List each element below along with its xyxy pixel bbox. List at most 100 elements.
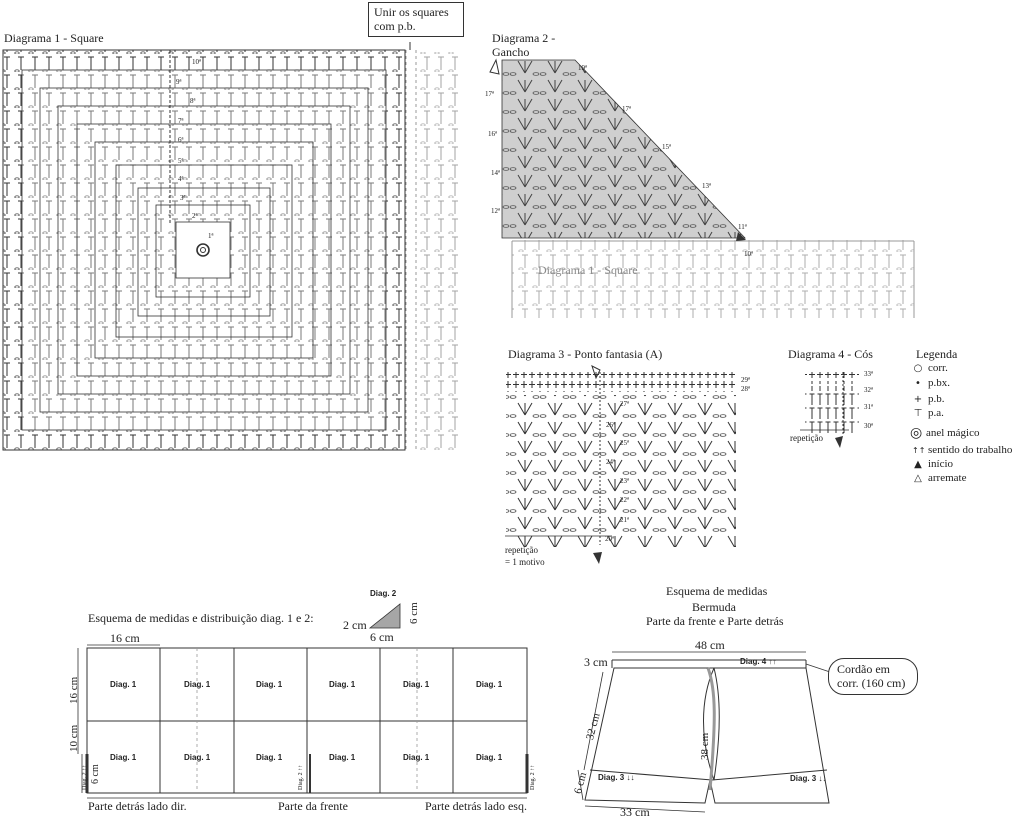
cell-label: Diag. 1 (476, 680, 503, 689)
diag2-width: 2 cm (343, 618, 367, 632)
legend-item: △arremate (912, 472, 966, 484)
cell-label: Diag. 1 (184, 753, 211, 762)
legend-item: ⊤p.a. (913, 407, 944, 419)
cell-label: Diag. 1 (329, 753, 356, 762)
round-label: 25ª (620, 439, 629, 447)
round-label: 7ª (178, 117, 184, 125)
join-strip (405, 42, 460, 452)
diagram2-title: Diagrama 2 - Gancho (492, 31, 556, 59)
height-10: 10 cm (68, 724, 80, 752)
legend-item: ○corr. (913, 362, 948, 374)
round-label: 20ª (605, 535, 614, 543)
round-label: 32ª (864, 386, 873, 394)
round-label: 27ª (620, 400, 629, 408)
round-label: 11ª (738, 223, 747, 231)
round-label: 22ª (620, 496, 629, 504)
round-label: 3ª (180, 194, 186, 202)
round-label: 28ª (741, 385, 750, 393)
layout-title: Esquema de medidas e distribuição diag. … (88, 611, 314, 625)
repeat-note: repetição (505, 545, 538, 555)
round-label: 17ª (485, 90, 494, 98)
fasten-off-icon: △ (914, 472, 922, 484)
hem-label-left: Diag. 3 ↓↓ (598, 773, 635, 782)
height-6: 6 cm (90, 764, 101, 784)
cell-label: Diag. 1 (476, 753, 503, 762)
round-label: 15ª (662, 143, 671, 151)
round-label: 14ª (491, 169, 500, 177)
cell-label: Diag. 1 (329, 680, 356, 689)
round-label: 13ª (702, 182, 711, 190)
round-label: 10ª (744, 250, 753, 258)
round-label: 19ª (578, 64, 587, 72)
magic-ring-icon: ◎ (910, 425, 923, 441)
start-mark (736, 232, 746, 241)
round-label: 21ª (620, 516, 629, 524)
round-label: 8ª (190, 97, 196, 105)
gancho-diagram (489, 58, 915, 318)
round-label: 23ª (620, 477, 629, 485)
height-16: 16 cm (68, 676, 80, 704)
layout-grid (77, 603, 529, 799)
round-label: 12ª (491, 207, 500, 215)
round-label: 16ª (488, 130, 497, 138)
work-direction-icon: ↑↑ (912, 445, 926, 455)
repeat-note: repetição (790, 433, 823, 443)
cell-label: Diag. 1 (256, 753, 283, 762)
footer-mid: Parte da frente (278, 799, 348, 813)
side-diag2-label: Diag. 2 ↑↑ (530, 764, 536, 790)
chain-icon: ○ (913, 362, 923, 374)
footer-right: Parte detrás lado esq. (425, 799, 527, 813)
inseam-38: 38 cm (699, 732, 711, 760)
cell-label: Diag. 1 (256, 680, 283, 689)
diagram1-title: Diagrama 1 - Square (4, 31, 104, 45)
legend-item: ↑↑sentido do trabalho (912, 444, 1013, 456)
width-16: 16 cm (110, 631, 140, 645)
round-label: 1ª (208, 232, 214, 240)
round-label: 10ª (192, 58, 201, 66)
legend-item: +p.b. (913, 393, 945, 405)
legend-item: ◎anel mágico (910, 425, 980, 441)
round-label: 26ª (606, 421, 615, 429)
diag2-base: 6 cm (370, 630, 394, 644)
round-label: 4ª (178, 175, 184, 183)
motif-note: = 1 motivo (505, 557, 545, 567)
legend-item: •p.bx. (912, 377, 950, 389)
legend-title: Legenda (916, 347, 958, 361)
cord-note: Cordão em corr. (160 cm) (828, 658, 918, 695)
square-diagram (2, 49, 406, 451)
shorts-subtitle2: Parte da frente e Parte detrás (646, 614, 784, 628)
diag2-height: 6 cm (408, 602, 420, 624)
round-label: 29ª (741, 376, 750, 384)
cell-label: Diag. 1 (403, 753, 430, 762)
side-diag2-label: Diag. 2 ↑↑ (82, 764, 88, 790)
waist-3: 3 cm (584, 655, 608, 669)
slip-stitch-icon: • (915, 377, 921, 389)
single-crochet-icon: + (913, 393, 923, 405)
shorts-subtitle: Bermuda (692, 600, 736, 614)
round-label: 9ª (176, 78, 182, 86)
waist-label: Diag. 4 ↑↑ (740, 657, 777, 666)
waistband-diagram (800, 372, 859, 448)
hem-label-right: Diag. 3 ↓↓ (790, 774, 827, 783)
cell-label: Diag. 1 (110, 753, 137, 762)
width-48: 48 cm (695, 638, 725, 652)
round-label: 24ª (606, 458, 615, 466)
footer-left: Parte detrás lado dir. (88, 799, 187, 813)
round-label: 2ª (192, 212, 198, 220)
diagram4-title: Diagrama 4 - Cós (788, 347, 873, 361)
diag2-mini-label: Diag. 2 (370, 589, 397, 598)
start-mark (593, 552, 602, 564)
cell-label: Diag. 1 (403, 680, 430, 689)
round-label: 17ª (622, 105, 631, 113)
round-label: 6ª (178, 136, 184, 144)
magic-ring-mark (196, 243, 210, 257)
side-diag2-label: Diag. 2 ↑↑ (298, 764, 304, 790)
fancy-stitch-diagram (505, 365, 736, 564)
double-crochet-icon: ⊤ (913, 407, 923, 419)
join-note: Unir os squares com p.b. (368, 2, 464, 37)
shorts-title: Esquema de medidas (666, 584, 768, 598)
cell-label: Diag. 1 (184, 680, 211, 689)
fasten-off-mark (489, 58, 500, 75)
shorts-outline (577, 651, 831, 813)
